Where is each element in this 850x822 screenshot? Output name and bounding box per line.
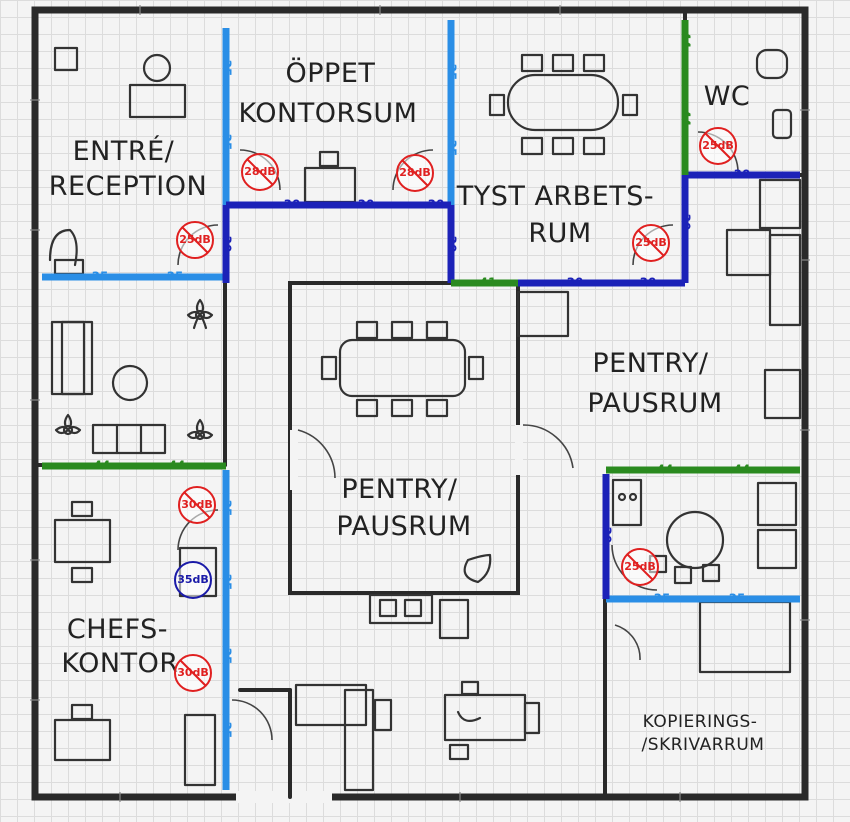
rating-label: 30 bbox=[428, 198, 445, 212]
svg-text:25dB: 25dB bbox=[635, 236, 667, 249]
doors bbox=[177, 131, 739, 741]
noise-marker-chefs-top: 30dB bbox=[178, 486, 216, 524]
rating-label: 30 bbox=[600, 527, 614, 544]
acoustic-walls bbox=[42, 20, 800, 790]
svg-text:28dB: 28dB bbox=[399, 166, 431, 179]
rating-label: 35 bbox=[220, 134, 234, 151]
rating-label: 44 bbox=[657, 463, 674, 477]
wall-ratings: 35 35 30 30 30 30 35 35 35 35 30 41 30 3… bbox=[92, 32, 751, 739]
room-pentry-right: PENTRY/ PAUSRUM bbox=[587, 348, 722, 419]
outer-walls bbox=[30, 5, 810, 803]
rating-label: 35 bbox=[220, 60, 234, 77]
noise-markers: 25dB 28dB 28dB 25dB 25dB 30dB bbox=[174, 127, 737, 692]
noise-marker-tyst: 25dB bbox=[632, 224, 670, 262]
rating-label: 35 bbox=[445, 140, 459, 157]
rating-label: 30 bbox=[734, 168, 751, 182]
rating-label: 30 bbox=[640, 276, 657, 290]
rating-label: 44 bbox=[169, 459, 186, 473]
rating-label: 35 bbox=[220, 574, 234, 591]
room-tyst-arbetsrum: TYST ARBETS- RUM bbox=[456, 181, 663, 249]
rating-label: 35 bbox=[729, 592, 746, 606]
noise-marker-chefs-mid: 35dB bbox=[174, 561, 212, 599]
svg-text:30dB: 30dB bbox=[177, 666, 209, 679]
rating-label: 30 bbox=[567, 276, 584, 290]
svg-text:25dB: 25dB bbox=[624, 560, 656, 573]
svg-text:25dB: 25dB bbox=[179, 233, 211, 246]
room-entre: ENTRÉ/ RECEPTION bbox=[49, 135, 207, 202]
room-pentry-center: PENTRY/ PAUSRUM bbox=[336, 474, 471, 542]
rating-label: 30 bbox=[358, 198, 375, 212]
room-chefs-kontor: CHEFS- KONTOR bbox=[61, 614, 178, 679]
svg-text:28dB: 28dB bbox=[244, 165, 276, 178]
noise-marker-chefs-low: 30dB bbox=[174, 654, 212, 692]
room-labels: ENTRÉ/ RECEPTION ÖPPET KONTORSUM TYST AR… bbox=[49, 57, 765, 755]
rating-label: 30 bbox=[679, 214, 693, 231]
noise-marker-kitchen: 25dB bbox=[621, 548, 659, 586]
rating-label: 35 bbox=[445, 64, 459, 81]
noise-marker-oppet-right: 28dB bbox=[396, 154, 434, 192]
noise-marker-wc: 25dB bbox=[699, 127, 737, 165]
svg-text:30dB: 30dB bbox=[181, 498, 213, 511]
rating-label: 35 bbox=[167, 270, 184, 284]
room-wc: WC bbox=[704, 81, 751, 112]
room-kopiering: KOPIERINGS- /SKRIVARRUM bbox=[642, 712, 765, 755]
rating-label: 30 bbox=[284, 198, 301, 212]
rating-label: 35 bbox=[220, 722, 234, 739]
rating-label: 44 bbox=[734, 463, 751, 477]
noise-marker-oppet-left: 28dB bbox=[241, 153, 279, 191]
noise-marker-entre: 25dB bbox=[176, 221, 214, 259]
furniture bbox=[48, 46, 802, 792]
svg-text:25dB: 25dB bbox=[702, 139, 734, 152]
rating-label: 30 bbox=[445, 236, 459, 253]
rating-label: 35 bbox=[220, 500, 234, 517]
rating-label: 44 bbox=[679, 32, 693, 49]
rating-label: 44 bbox=[679, 110, 693, 127]
svg-text:35dB: 35dB bbox=[177, 573, 209, 586]
rating-label: 35 bbox=[654, 592, 671, 606]
rating-label: 30 bbox=[220, 236, 234, 253]
rating-label: 41 bbox=[480, 276, 497, 290]
rating-label: 44 bbox=[94, 459, 111, 473]
rating-label: 35 bbox=[92, 270, 109, 284]
rating-label: 35 bbox=[220, 648, 234, 665]
room-oppet-kontorsum: ÖPPET KONTORSUM bbox=[239, 57, 418, 129]
